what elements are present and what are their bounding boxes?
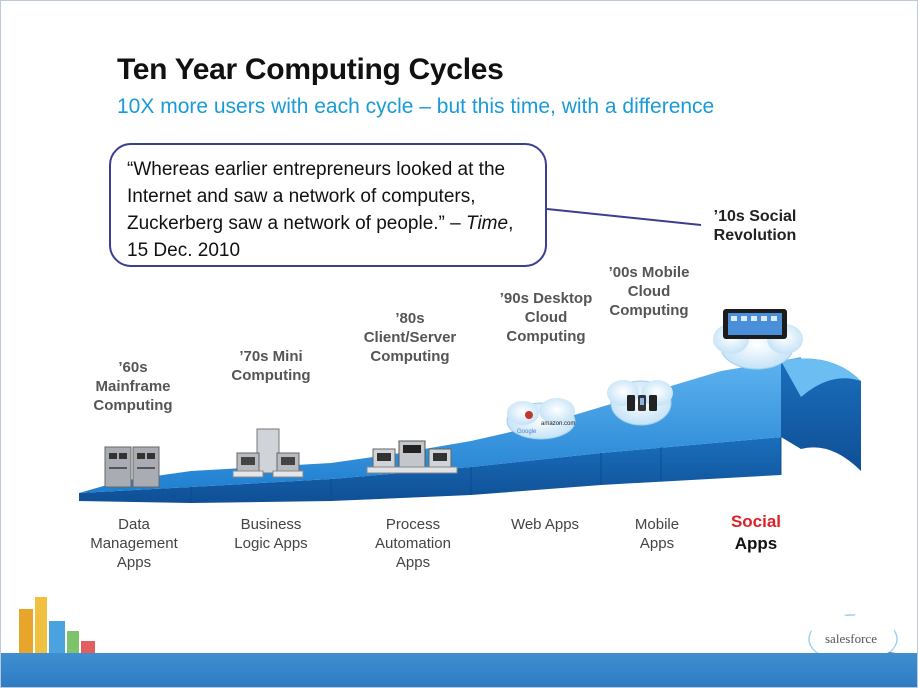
minicomputer-icon [232, 428, 304, 478]
era-label-90s: ’90s Desktop Cloud Computing [499, 290, 593, 345]
salesforce-logo: salesforce [808, 608, 906, 682]
quote-connector-line [546, 208, 702, 226]
ramp-side [79, 437, 781, 503]
era-label-80s: ’80s Client/Server Computing [363, 310, 457, 365]
era-label-10s: ’10s Social Revolution [713, 208, 797, 244]
social-highlight-text: Social [730, 512, 782, 531]
web-cloud-icon: amazon.com Google [506, 398, 576, 440]
google-logo-text: Google [517, 429, 537, 435]
tablet-icon [713, 309, 803, 370]
quote-box: “Whereas earlier entrepreneurs looked at… [109, 143, 547, 267]
era-label-00s: ’00s Mobile Cloud Computing [608, 264, 690, 319]
social-apps-text: Apps [734, 534, 778, 553]
quote-source: Time [466, 213, 509, 234]
amazon-logo-text: amazon.com [541, 421, 575, 427]
app-label-business-logic: Business Logic Apps [234, 516, 308, 552]
footer-bar [1, 653, 917, 687]
mainframe-icon [104, 446, 160, 488]
slide-subtitle: 10X more users with each cycle – but thi… [117, 95, 715, 118]
quote-text: “Whereas earlier entrepreneurs looked at… [127, 159, 506, 234]
client-server-icon [366, 440, 458, 474]
slide-title: Ten Year Computing Cycles [117, 53, 504, 86]
app-label-mobile: Mobile Apps [634, 516, 680, 552]
app-label-data-management: Data Management Apps [90, 516, 178, 571]
app-label-process-automation: Process Automation Apps [375, 516, 451, 571]
quote-date: , 15 Dec. 2010 [127, 213, 514, 261]
era-label-60s: ’60s Mainframe Computing [93, 359, 173, 414]
salesforce-logo-text: salesforce [825, 631, 877, 646]
mobile-devices-icon [607, 380, 673, 426]
app-label-web: Web Apps [510, 516, 580, 533]
era-label-70s: ’70s Mini Computing [231, 348, 311, 384]
